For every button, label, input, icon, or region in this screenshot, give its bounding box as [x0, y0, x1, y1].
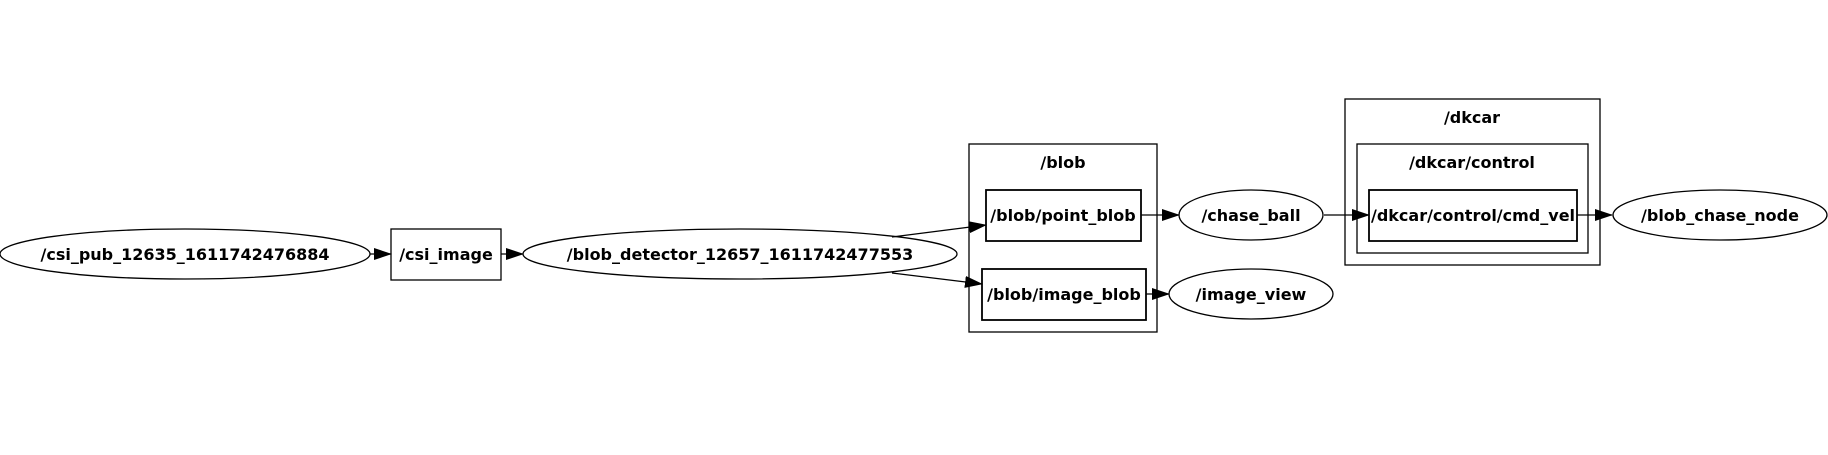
edge-blob-detector-to-point-blob	[891, 221, 987, 238]
node-blob-detector-label: /blob_detector_12657_1611742477553	[567, 245, 913, 264]
cluster-dkcar-label: /dkcar	[1444, 108, 1500, 127]
node-csi-pub[interactable]: /csi_pub_12635_1611742476884	[0, 228, 371, 280]
node-cmd-vel[interactable]: /dkcar/control/cmd_vel	[1368, 189, 1578, 242]
node-csi-image-label: /csi_image	[399, 245, 493, 264]
node-cmd-vel-label: /dkcar/control/cmd_vel	[1371, 206, 1575, 225]
cluster-dkcar: /dkcar	[1344, 98, 1601, 266]
edge-blob-detector-to-image-blob	[891, 272, 983, 288]
node-image-blob-label: /blob/image_blob	[987, 285, 1141, 304]
node-image-view-label: /image_view	[1196, 285, 1307, 304]
node-point-blob-label: /blob/point_blob	[990, 206, 1135, 225]
node-csi-pub-label: /csi_pub_12635_1611742476884	[40, 245, 329, 264]
node-blob-chase-node-label: /blob_chase_node	[1641, 206, 1799, 225]
node-chase-ball-label: /chase_ball	[1201, 206, 1300, 225]
node-chase-ball[interactable]: /chase_ball	[1178, 189, 1324, 241]
cluster-dkcar-control-label: /dkcar/control	[1409, 153, 1535, 172]
node-csi-image[interactable]: /csi_image	[390, 228, 502, 281]
node-blob-chase-node[interactable]: /blob_chase_node	[1612, 189, 1828, 241]
edges	[370, 209, 1613, 300]
cluster-blob-label: /blob	[1040, 153, 1085, 172]
node-image-blob[interactable]: /blob/image_blob	[981, 268, 1147, 321]
node-blob-detector[interactable]: /blob_detector_12657_1611742477553	[522, 228, 958, 280]
node-point-blob[interactable]: /blob/point_blob	[985, 189, 1142, 242]
cluster-blob: /blob	[968, 143, 1158, 333]
node-image-view[interactable]: /image_view	[1168, 268, 1334, 320]
cluster-dkcar-control: /dkcar/control	[1356, 143, 1589, 254]
